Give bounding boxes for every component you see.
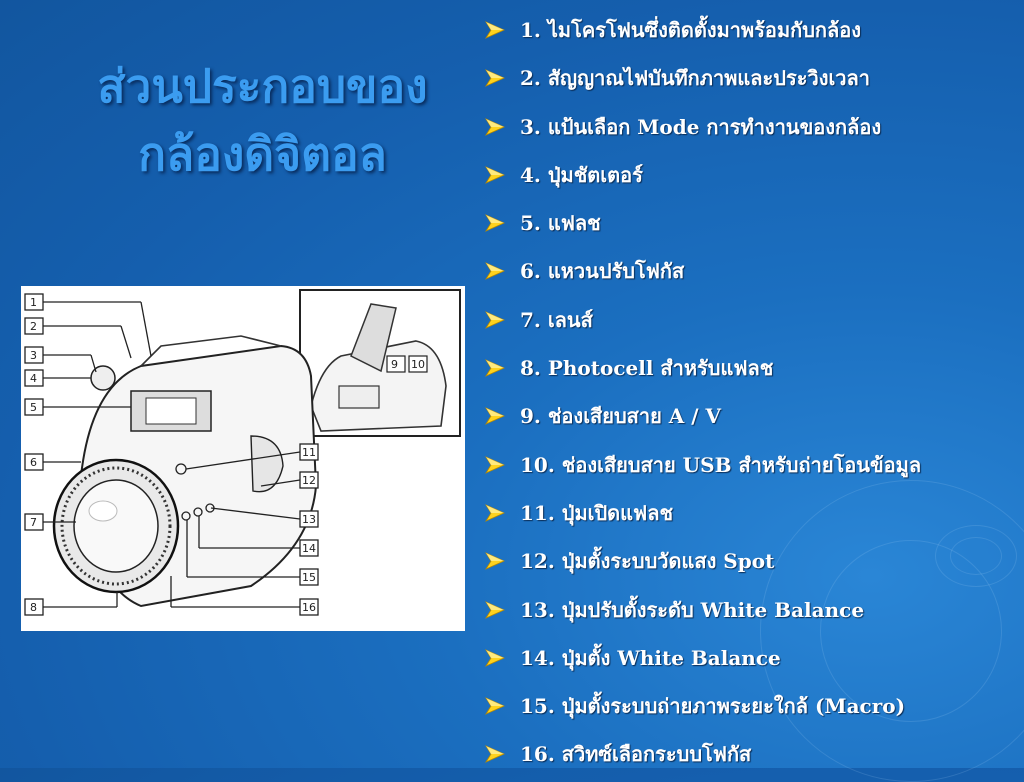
list-item-text: 4. ปุ่มชัตเตอร์	[520, 162, 643, 187]
arrowhead-bullet-icon	[484, 745, 505, 764]
arrowhead-bullet-icon	[484, 697, 505, 716]
callout-1: 1	[30, 296, 37, 309]
arrowhead-bullet-icon	[484, 600, 505, 619]
list-item-text: 15. ปุ่มตั้งระบบถ่ายภาพระยะใกล้ (Macro)	[520, 694, 906, 719]
arrowhead-bullet-icon	[484, 117, 505, 136]
list-item: 9. ช่องเสียบสาย A / V	[484, 392, 921, 440]
callout-14: 14	[302, 542, 316, 555]
list-item-text: 9. ช่องเสียบสาย A / V	[520, 404, 722, 429]
list-item: 3. แป้นเลือก Mode การทำงานของกล้อง	[484, 103, 921, 151]
list-item: 10. ช่องเสียบสาย USB สำหรับถ่ายโอนข้อมูล	[484, 441, 921, 489]
arrowhead-bullet-icon	[484, 165, 505, 184]
list-item-text: 5. แฟลช	[520, 211, 601, 236]
list-item: 16. สวิทซ์เลือกระบบโฟกัส	[484, 730, 921, 778]
arrowhead-bullet-icon	[484, 407, 505, 426]
slide-title: ส่วนประกอบของ กล้องดิจิตอล	[40, 52, 485, 188]
list-item: 1. ไมโครโฟนซึ่งติดตั้งมาพร้อมกับกล้อง	[484, 6, 921, 54]
callout-5: 5	[30, 401, 37, 414]
callout-8: 8	[30, 601, 37, 614]
list-item: 7. เลนส์	[484, 296, 921, 344]
title-line-2: กล้องดิจิตอล	[138, 127, 387, 181]
list-item-text: 13. ปุ่มปรับตั้งระดับ White Balance	[520, 597, 865, 622]
background-ripple	[820, 540, 1002, 722]
callout-2: 2	[30, 320, 37, 333]
list-item-text: 12. ปุ่มตั้งระบบวัดแสง Spot	[520, 549, 775, 574]
list-item-text: 16. สวิทซ์เลือกระบบโฟกัส	[520, 742, 752, 767]
arrowhead-bullet-icon	[484, 648, 505, 667]
list-item-text: 2. สัญญาณไฟบันทึกภาพและประวิงเวลา	[520, 66, 871, 91]
title-line-1: ส่วนประกอบของ	[97, 59, 428, 113]
arrowhead-bullet-icon	[484, 455, 505, 474]
arrowhead-bullet-icon	[484, 262, 505, 281]
list-item: 12. ปุ่มตั้งระบบวัดแสง Spot	[484, 537, 921, 585]
list-item: 15. ปุ่มตั้งระบบถ่ายภาพระยะใกล้ (Macro)	[484, 682, 921, 730]
arrowhead-bullet-icon	[484, 359, 505, 377]
callout-9: 9	[391, 358, 398, 371]
callout-6: 6	[30, 456, 37, 469]
arrowhead-bullet-icon	[484, 69, 505, 88]
parts-list: 1. ไมโครโฟนซึ่งติดตั้งมาพร้อมกับกล้อง 2. …	[484, 6, 921, 779]
list-item-text: 3. แป้นเลือก Mode การทำงานของกล้อง	[520, 114, 882, 139]
list-item-text: 7. เลนส์	[520, 307, 593, 332]
callout-3: 3	[30, 349, 37, 362]
list-item: 8. Photocell สำหรับแฟลช	[484, 344, 921, 392]
list-item-text: 8. Photocell สำหรับแฟลช	[520, 356, 774, 381]
callout-4: 4	[30, 372, 37, 385]
callout-16: 16	[302, 601, 316, 614]
arrowhead-bullet-icon	[484, 21, 505, 39]
callout-15: 15	[302, 571, 316, 584]
camera-diagram-icon: 9 10	[21, 286, 465, 631]
list-item-text: 11. ปุ่มเปิดแฟลช	[520, 500, 674, 525]
background-ripple	[950, 537, 1002, 575]
callout-10: 10	[411, 358, 425, 371]
list-item-text: 1. ไมโครโฟนซึ่งติดตั้งมาพร้อมกับกล้อง	[520, 18, 862, 42]
callout-13: 13	[302, 513, 316, 526]
callout-11: 11	[302, 446, 316, 459]
list-item: 13. ปุ่มปรับตั้งระดับ White Balance	[484, 586, 921, 634]
arrowhead-bullet-icon	[484, 310, 505, 329]
list-item: 2. สัญญาณไฟบันทึกภาพและประวิงเวลา	[484, 54, 921, 102]
callout-12: 12	[302, 474, 316, 487]
callout-7: 7	[30, 516, 37, 529]
list-item: 5. แฟลช	[484, 199, 921, 247]
list-item: 11. ปุ่มเปิดแฟลช	[484, 489, 921, 537]
arrowhead-bullet-icon	[484, 214, 505, 233]
background-ripple	[935, 525, 1017, 587]
arrowhead-bullet-icon	[484, 552, 505, 571]
list-item-text: 6. แหวนปรับโฟกัส	[520, 259, 685, 284]
list-item: 14. ปุ่มตั้ง White Balance	[484, 634, 921, 682]
list-item-text: 14. ปุ่มตั้ง White Balance	[520, 645, 781, 670]
arrowhead-bullet-icon	[484, 504, 505, 522]
list-item-text: 10. ช่องเสียบสาย USB สำหรับถ่ายโอนข้อมูล	[520, 452, 922, 477]
list-item: 6. แหวนปรับโฟกัส	[484, 247, 921, 295]
list-item: 4. ปุ่มชัตเตอร์	[484, 151, 921, 199]
